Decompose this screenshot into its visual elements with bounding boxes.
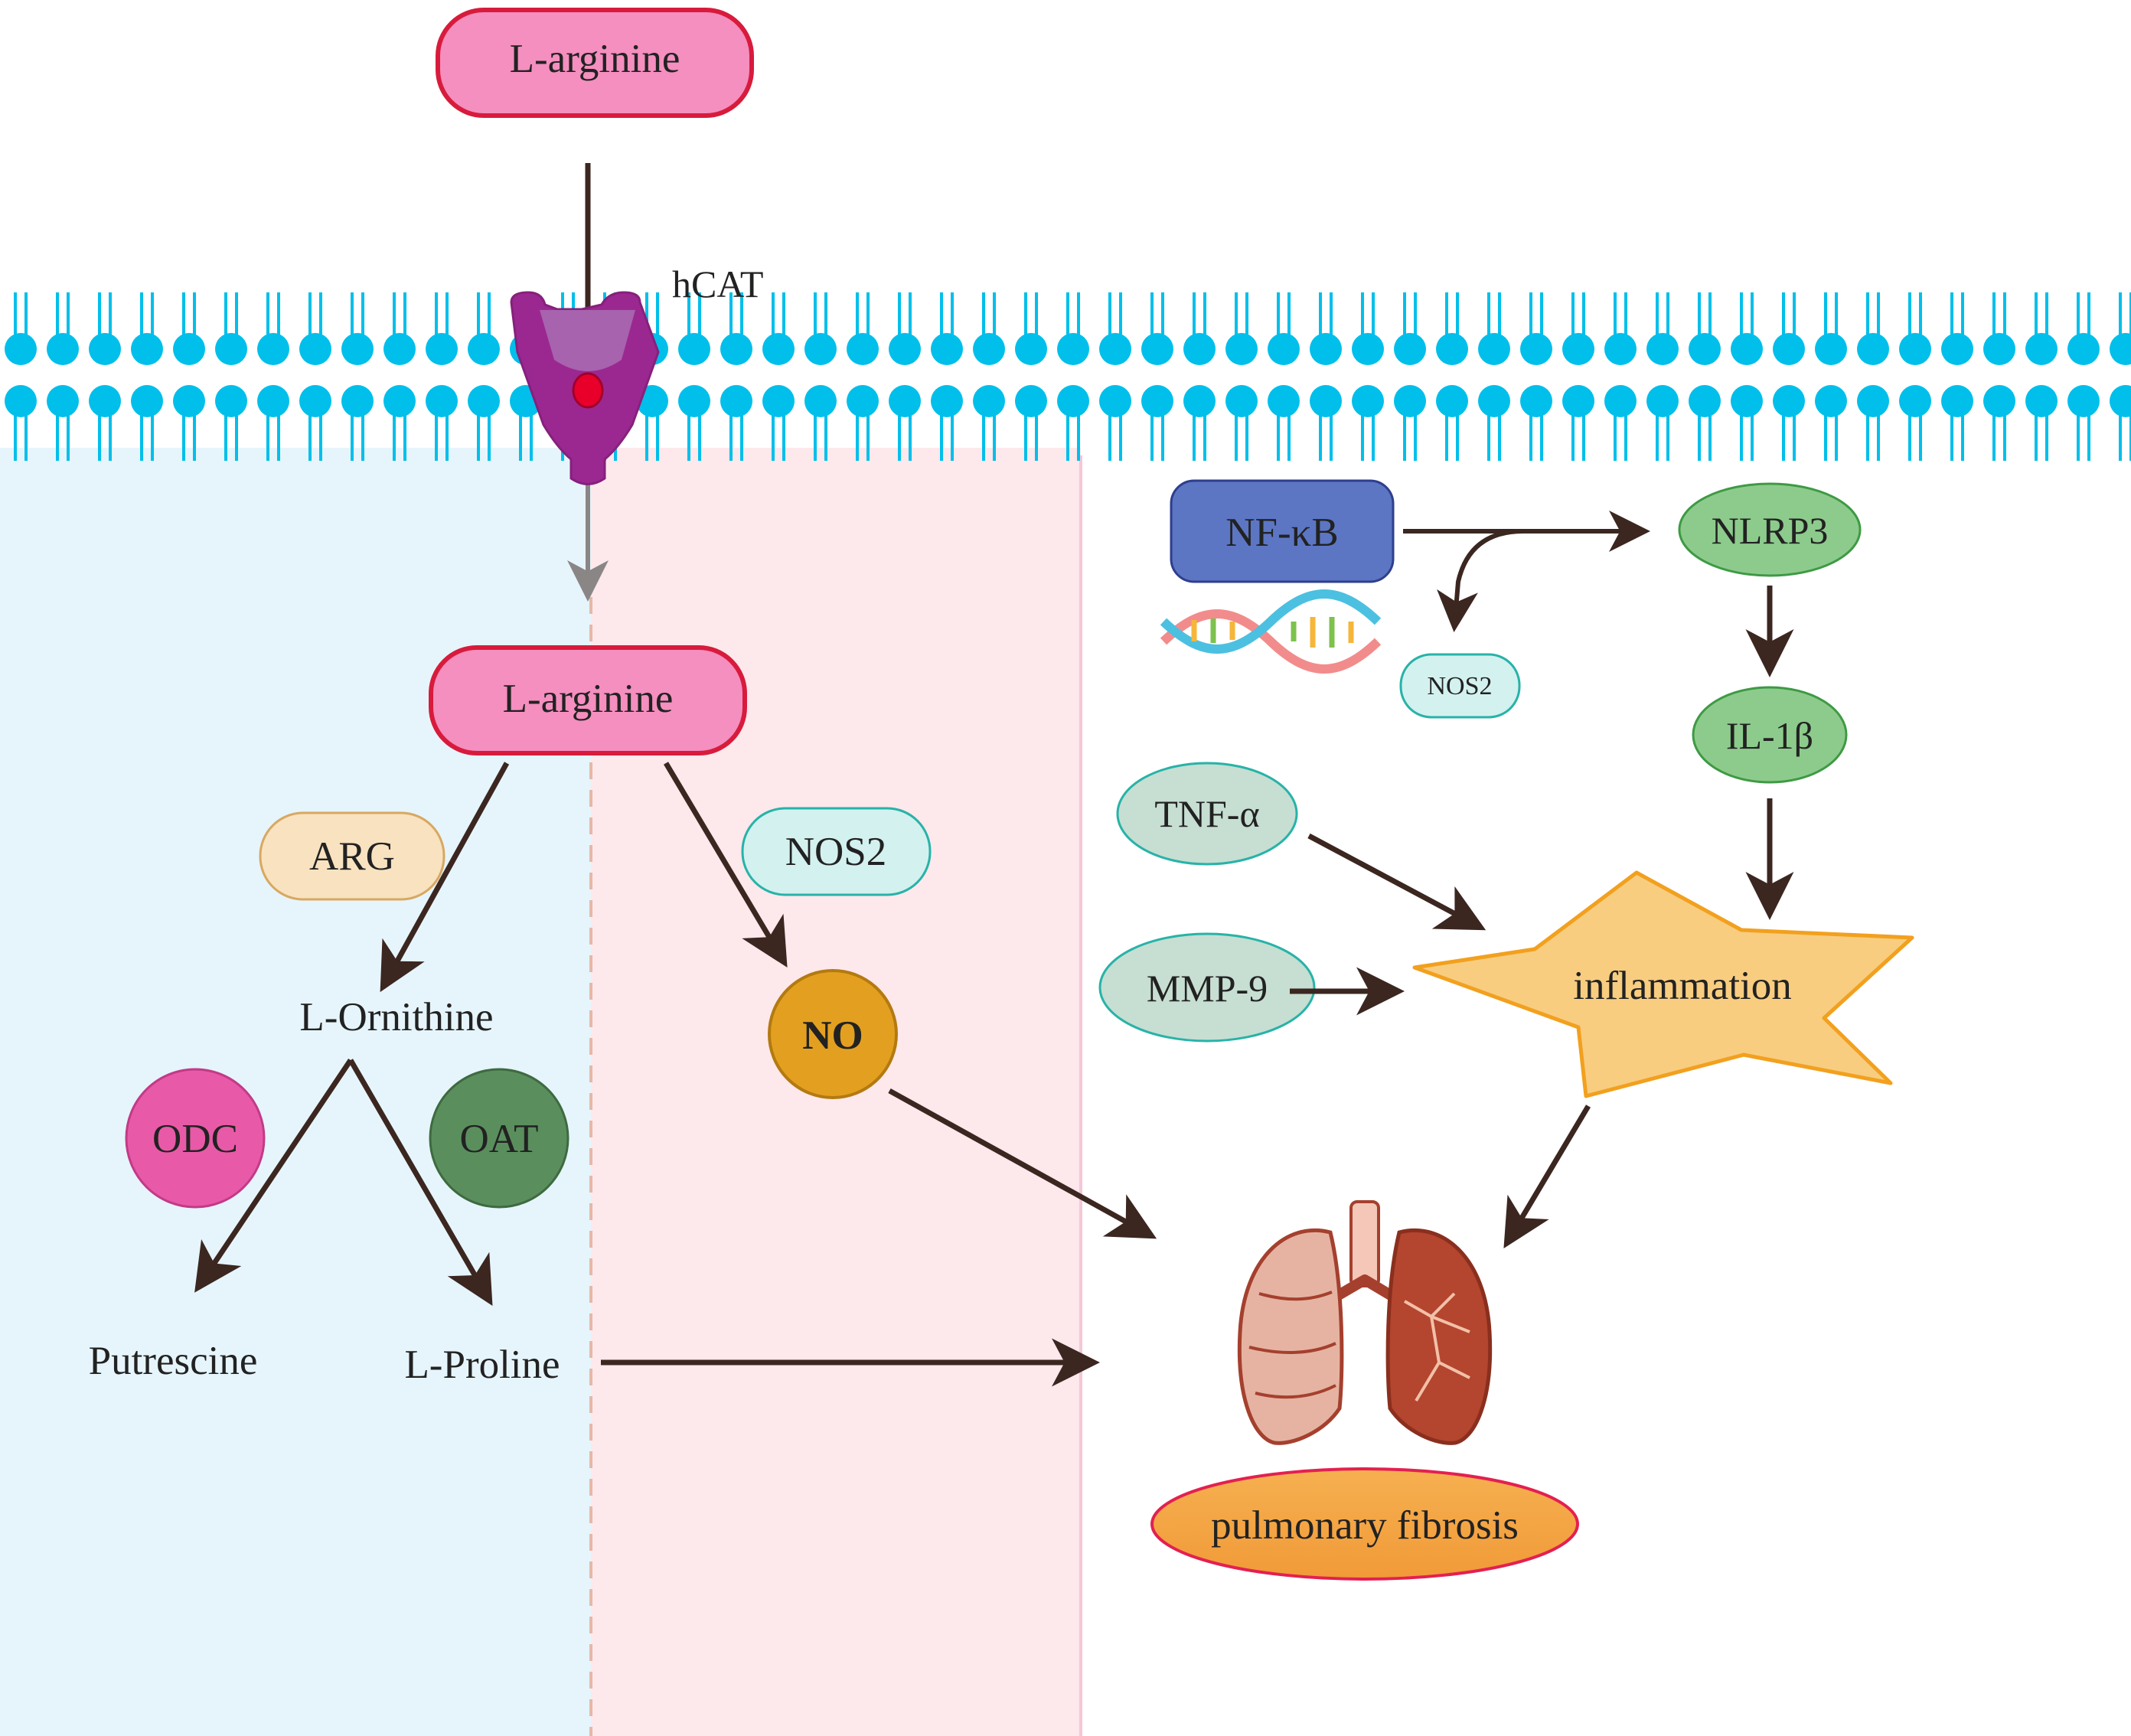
inflammation-node: inflammation [1412,870,1914,1098]
pulmonary-fibrosis-label: pulmonary fibrosis [1211,1503,1519,1548]
il1b-node: IL-1β [1692,686,1848,784]
lungs-icon [1237,1200,1493,1445]
arg-label: ARG [309,834,395,879]
mmp9-node: MMP-9 [1098,932,1316,1043]
arg-enzyme-node: ARG [259,811,445,901]
inflammation-label: inflammation [1573,964,1792,1008]
no-product-node: NO [768,969,898,1099]
arrow-inflammation-to-fibrosis [1503,1105,1591,1249]
pulmonary-fibrosis-node: pulmonary fibrosis [1150,1467,1579,1581]
tnfa-label: TNF-α [1154,792,1259,835]
nos2-gene-node: NOS2 [1399,653,1521,719]
arrow-ornithine-to-proline [348,1059,493,1307]
arrow-no-to-fibrosis [888,1088,1157,1239]
tnfa-node: TNF-α [1116,762,1298,866]
arrow-arginine-to-no [663,762,788,968]
odc-enzyme-node: ODC [125,1068,266,1209]
ornithine-label: L-Ornithine [299,995,493,1039]
oat-label: OAT [459,1117,538,1161]
arrow-tnfa-to-inflammation [1307,833,1486,931]
nos2-gene-label: NOS2 [1427,672,1492,700]
nos2-enzyme-node: NOS2 [741,807,932,896]
arrow-ornithine-to-putrescine [194,1059,353,1293]
mmp9-label: MMP-9 [1147,967,1268,1010]
extracellular-arginine-node: L-arginine [436,8,754,118]
odc-label: ODC [152,1117,238,1161]
arrow-arginine-to-ornithine [380,762,510,993]
il1b-label: IL-1β [1726,714,1813,757]
arrow-nfkb-to-nos2 [1437,529,1524,632]
proline-label: L-Proline [404,1343,560,1387]
hcat-label: hCAT [672,263,763,305]
intracellular-arginine-node: L-arginine [429,645,747,755]
extracellular-arginine-label: L-arginine [510,37,680,81]
nfkb-label: NF-κB [1225,511,1338,555]
oat-enzyme-node: OAT [429,1068,569,1209]
transporter-protein-icon [510,291,660,485]
no-label: NO [802,1013,863,1058]
nlrp3-label: NLRP3 [1712,509,1829,552]
cell-membrane [0,291,2131,475]
putrescine-label: Putrescine [89,1339,258,1383]
nfkb-node: NF-κB [1170,479,1395,583]
nos2-enzyme-label: NOS2 [785,830,887,874]
intracellular-arginine-label: L-arginine [503,677,674,721]
nlrp3-node: NLRP3 [1678,482,1862,577]
dna-helix-icon [1160,589,1382,674]
